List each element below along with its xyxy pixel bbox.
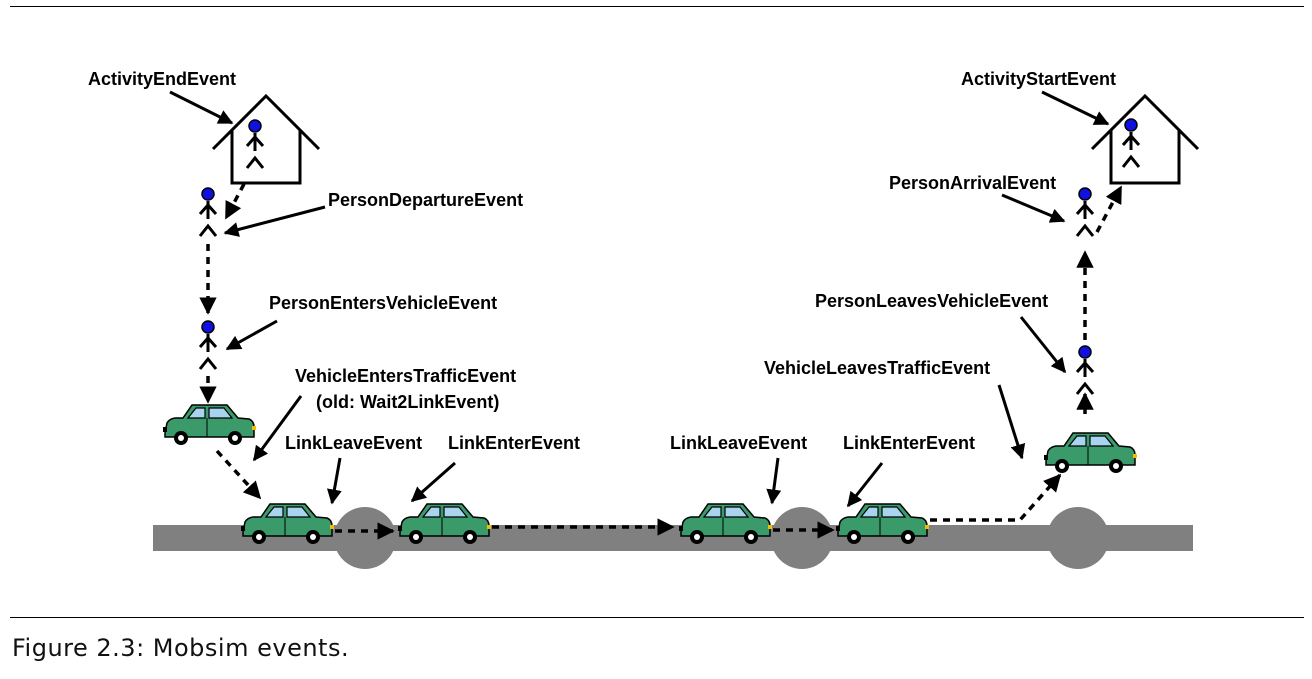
top-rule bbox=[10, 6, 1304, 7]
label-link-leave-event-1: LinkLeaveEvent bbox=[285, 433, 422, 453]
road-node-2 bbox=[771, 507, 833, 569]
person-icon bbox=[198, 186, 218, 238]
person-icon bbox=[198, 319, 218, 371]
road-node-1 bbox=[334, 507, 396, 569]
car-icon bbox=[1043, 432, 1138, 474]
label-vehicle-leaves-traffic-event: VehicleLeavesTrafficEvent bbox=[764, 358, 990, 378]
label-activity-end-event: ActivityEndEvent bbox=[88, 69, 236, 89]
label-link-enter-event-1: LinkEnterEvent bbox=[448, 433, 580, 453]
label-link-leave-event-2: LinkLeaveEvent bbox=[670, 433, 807, 453]
person-icon bbox=[245, 118, 265, 170]
label-person-arrival-event: PersonArrivalEvent bbox=[889, 173, 1056, 193]
movement-arrows bbox=[199, 183, 1123, 540]
person-icon bbox=[1075, 344, 1095, 396]
house-icon bbox=[1090, 94, 1200, 185]
label-person-departure-event: PersonDepartureEvent bbox=[328, 190, 523, 210]
label-person-leaves-vehicle-event: PersonLeavesVehicleEvent bbox=[815, 291, 1048, 311]
house-icon bbox=[211, 94, 321, 185]
person-icon bbox=[1121, 117, 1141, 169]
label-pointers bbox=[169, 90, 1110, 508]
label-activity-start-event: ActivityStartEvent bbox=[961, 69, 1116, 89]
label-link-enter-event-2: LinkEnterEvent bbox=[843, 433, 975, 453]
bottom-rule bbox=[10, 617, 1304, 618]
label-vehicle-enters-traffic-event: VehicleEntersTrafficEvent bbox=[295, 366, 516, 386]
road-node-3 bbox=[1047, 507, 1109, 569]
figure-caption: Figure 2.3: Mobsim events. bbox=[12, 634, 350, 662]
label-vehicle-enters-traffic-old: (old: Wait2LinkEvent) bbox=[316, 392, 499, 412]
car-icon bbox=[162, 404, 257, 446]
person-icon bbox=[1075, 186, 1095, 238]
mobsim-events-diagram: ActivityEndEvent ActivityStartEvent Pers… bbox=[88, 69, 1200, 569]
label-person-enters-vehicle-event: PersonEntersVehicleEvent bbox=[269, 293, 497, 313]
